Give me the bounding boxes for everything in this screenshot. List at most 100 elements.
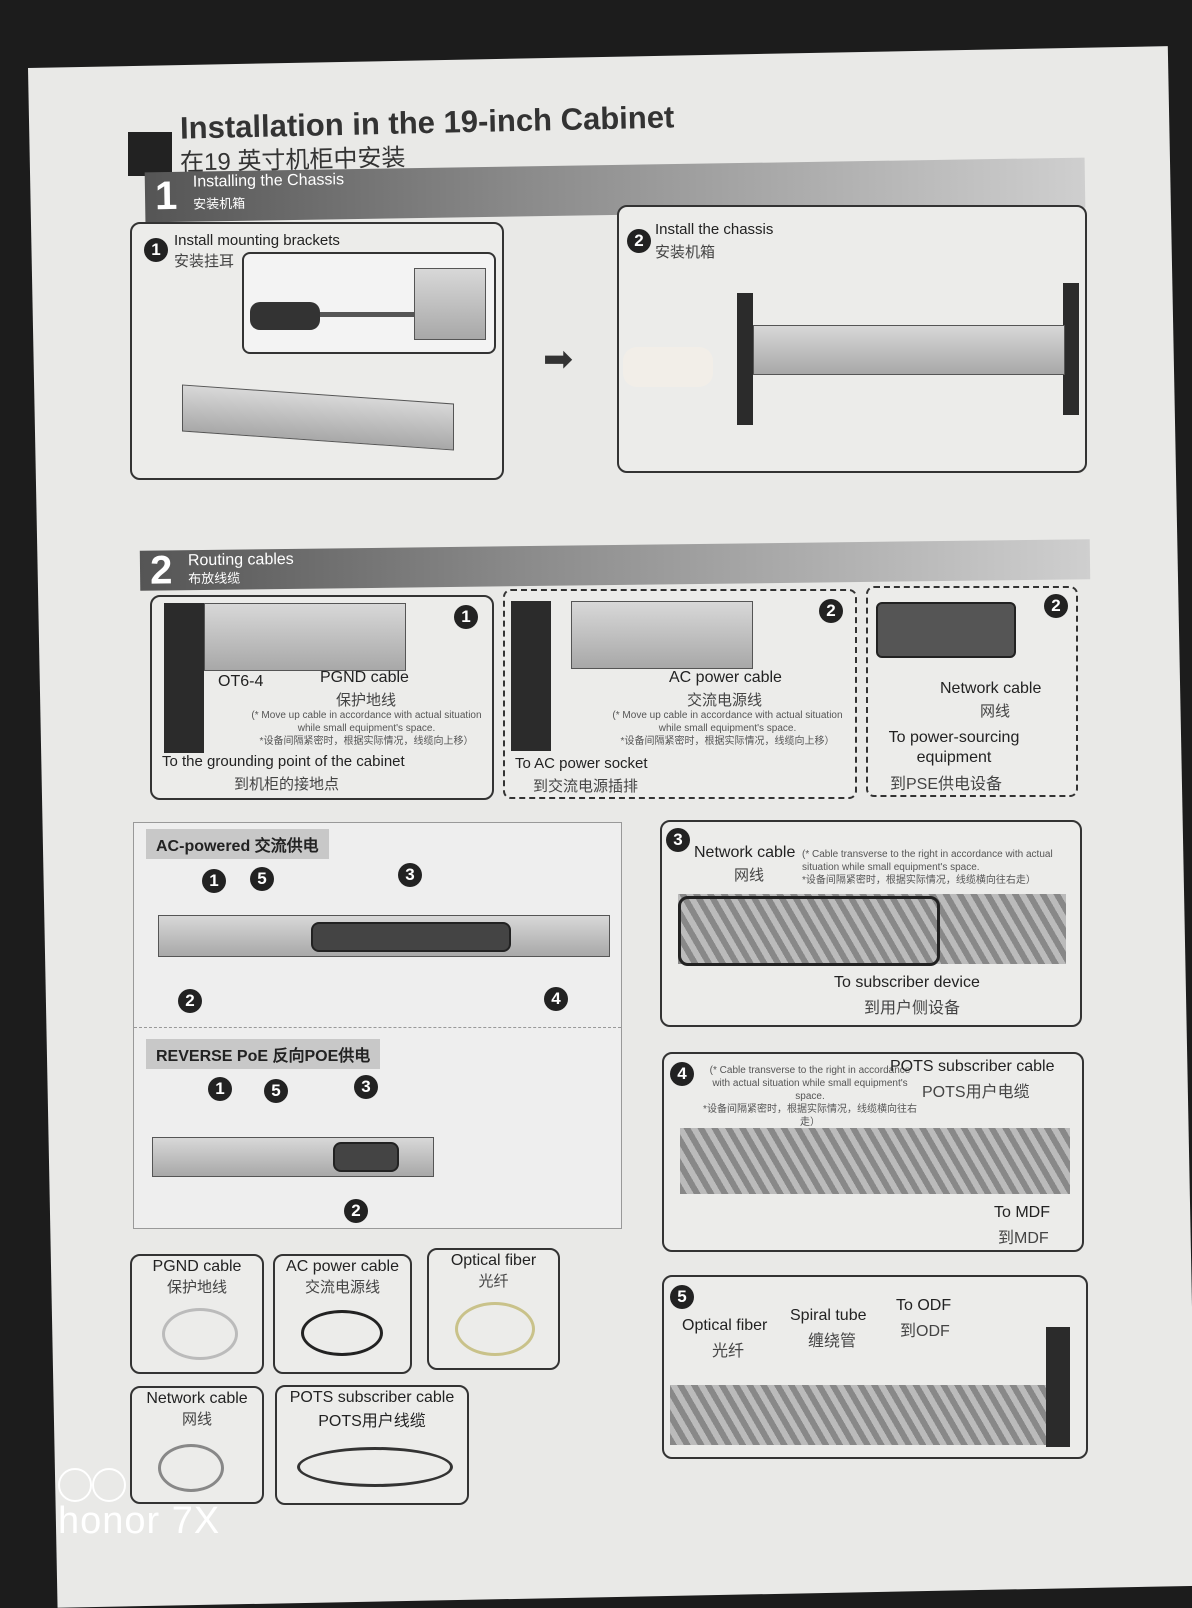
title-marker [128, 132, 172, 176]
step-number: 5 [670, 1285, 694, 1309]
step-number: 2 [627, 229, 651, 253]
destination-label: To the grounding point of the cabinet [162, 753, 405, 770]
destination-label: To subscriber device [834, 974, 980, 991]
cable-note: (* Cable transverse to the right in acco… [703, 1065, 917, 1128]
cable-label-cn: POTS用户电缆 [922, 1084, 1030, 1101]
cable-label: AC power cable [669, 669, 782, 686]
route-pgnd-cable: 1 OT6-4 PGND cable 保护地线 (* Move up cable… [150, 595, 494, 800]
destination-label: To power-sourcing equipment [888, 729, 1020, 766]
terminal-label: OT6-4 [218, 673, 264, 690]
arrow-right-icon: ➡ [543, 338, 574, 379]
camera-logo-icon [58, 1468, 128, 1502]
chassis-illustration [753, 325, 1065, 375]
legend-label-cn: 光纤 [478, 1273, 509, 1290]
ac-device-front [158, 915, 610, 957]
poe-device-front [152, 1137, 434, 1177]
route-ac-power-cable: 2 AC power cable 交流电源线 (* Move up cable … [503, 589, 857, 799]
cable-note: (* Cable transverse to the right in acco… [802, 849, 1053, 886]
marker-2: 2 [344, 1199, 368, 1223]
fiber-cables-photo [670, 1385, 1070, 1445]
section-title: Installing the Chassis [192, 171, 345, 191]
cable-label: PGND cable [320, 669, 409, 686]
rack-rail [1063, 283, 1079, 415]
cable-note: (* Move up cable in accordance with actu… [612, 710, 843, 747]
step-label-cn: 安装机箱 [655, 244, 716, 261]
cable-label: POTS subscriber cable [890, 1058, 1055, 1075]
pots-cables-photo [680, 1128, 1070, 1194]
section-title-cn: 安装机箱 [193, 195, 246, 212]
step-number: 1 [454, 605, 478, 629]
optical-fiber-icon [455, 1302, 535, 1356]
destination-label-cn: 到机柜的接地点 [234, 776, 340, 793]
destination-label-cn: 到MDF [998, 1230, 1049, 1247]
marker-4: 4 [544, 987, 568, 1011]
destination-label-cn: 到ODF [900, 1323, 950, 1340]
legend-label-cn: 保护地线 [166, 1279, 227, 1296]
ac-powered-title: AC-powered 交流供电 [146, 829, 329, 859]
rack-rail [737, 293, 753, 425]
bracket-detail-inset [242, 252, 496, 354]
network-cable-icon [158, 1444, 224, 1492]
route-optical-fiber: 5 Optical fiber 光纤 Spiral tube 缠绕管 To OD… [662, 1275, 1088, 1459]
legend-network-cable: Network cable 网线 [130, 1386, 264, 1504]
step-number: 2 [819, 599, 843, 623]
legend-pgnd-cable: PGND cable 保护地线 [130, 1254, 264, 1374]
pots-cable-icon [297, 1447, 453, 1487]
chassis-illustration [182, 384, 454, 451]
step-install-brackets: 1 Install mounting brackets 安装挂耳 [130, 222, 504, 480]
destination-label: To AC power socket [515, 755, 648, 772]
spiral-tube-label-cn: 缠绕管 [808, 1333, 857, 1350]
reverse-poe-title: REVERSE PoE 反向POE供电 [146, 1039, 381, 1069]
cable-label-cn: 保护地线 [336, 692, 397, 709]
marker-5: 5 [250, 867, 274, 891]
destination-label: To ODF [896, 1297, 952, 1314]
step-label: Install the chassis [655, 221, 774, 238]
ac-power-cable-icon [301, 1310, 383, 1356]
legend-pots-cable: POTS subscriber cable POTS用户线缆 [275, 1385, 469, 1505]
destination-label-cn: 到用户侧设备 [864, 1000, 961, 1017]
fiber-label: Optical fiber [682, 1317, 768, 1334]
section-number: 2 [149, 548, 173, 593]
destination-label: To MDF [994, 1204, 1050, 1221]
legend-label: AC power cable [286, 1258, 399, 1275]
marker-5: 5 [264, 1079, 288, 1103]
legend-ac-power-cable: AC power cable 交流电源线 [273, 1254, 412, 1374]
legend-label: Optical fiber [450, 1252, 537, 1269]
fiber-label-cn: 光纤 [712, 1343, 745, 1360]
marker-2: 2 [178, 989, 202, 1013]
step-label-cn: 安装挂耳 [174, 253, 235, 270]
cable-label-cn: 网线 [734, 867, 765, 884]
pgnd-cable-icon [162, 1308, 238, 1360]
divider [134, 1027, 621, 1028]
marker-1: 1 [208, 1077, 232, 1101]
cable-label-cn: 网线 [980, 703, 1011, 720]
marker-1: 1 [202, 869, 226, 893]
screwdriver-icon [250, 302, 320, 330]
step-number: 1 [144, 238, 168, 262]
legend-label-cn: POTS用户线缆 [318, 1413, 426, 1430]
step-install-chassis: 2 Install the chassis 安装机箱 [617, 205, 1087, 473]
cable-label-cn: 交流电源线 [687, 692, 763, 709]
hand-illustration [623, 347, 713, 387]
destination-label-cn: 到PSE供电设备 [890, 776, 1003, 793]
step-number: 3 [666, 828, 690, 852]
step-number: 2 [1044, 594, 1068, 618]
legend-optical-fiber: Optical fiber 光纤 [427, 1248, 560, 1370]
marker-3: 3 [398, 863, 422, 887]
route-network-cable-subscriber: 3 Network cable 网线 (* Cable transverse t… [660, 820, 1082, 1027]
route-network-cable-pse: 2 Network cable 网线 To power-sourcing equ… [866, 586, 1078, 797]
legend-label: Network cable [146, 1390, 248, 1407]
legend-label: POTS subscriber cable [289, 1389, 455, 1406]
marker-3: 3 [354, 1075, 378, 1099]
section-title-cn: 布放线缆 [188, 570, 241, 587]
cable-label: Network cable [694, 844, 796, 861]
network-cables-photo [678, 894, 1066, 964]
step-number: 4 [670, 1062, 694, 1086]
cable-label: Network cable [940, 680, 1042, 697]
legend-label-cn: 交流电源线 [304, 1279, 380, 1296]
cable-note: (* Move up cable in accordance with actu… [251, 710, 482, 747]
port-overview-panel: AC-powered 交流供电 1 5 3 2 4 REVERSE PoE 反向… [133, 822, 622, 1229]
section-number: 1 [154, 173, 178, 219]
destination-label-cn: 到交流电源插排 [533, 778, 639, 795]
step-label: Install mounting brackets [174, 232, 340, 249]
